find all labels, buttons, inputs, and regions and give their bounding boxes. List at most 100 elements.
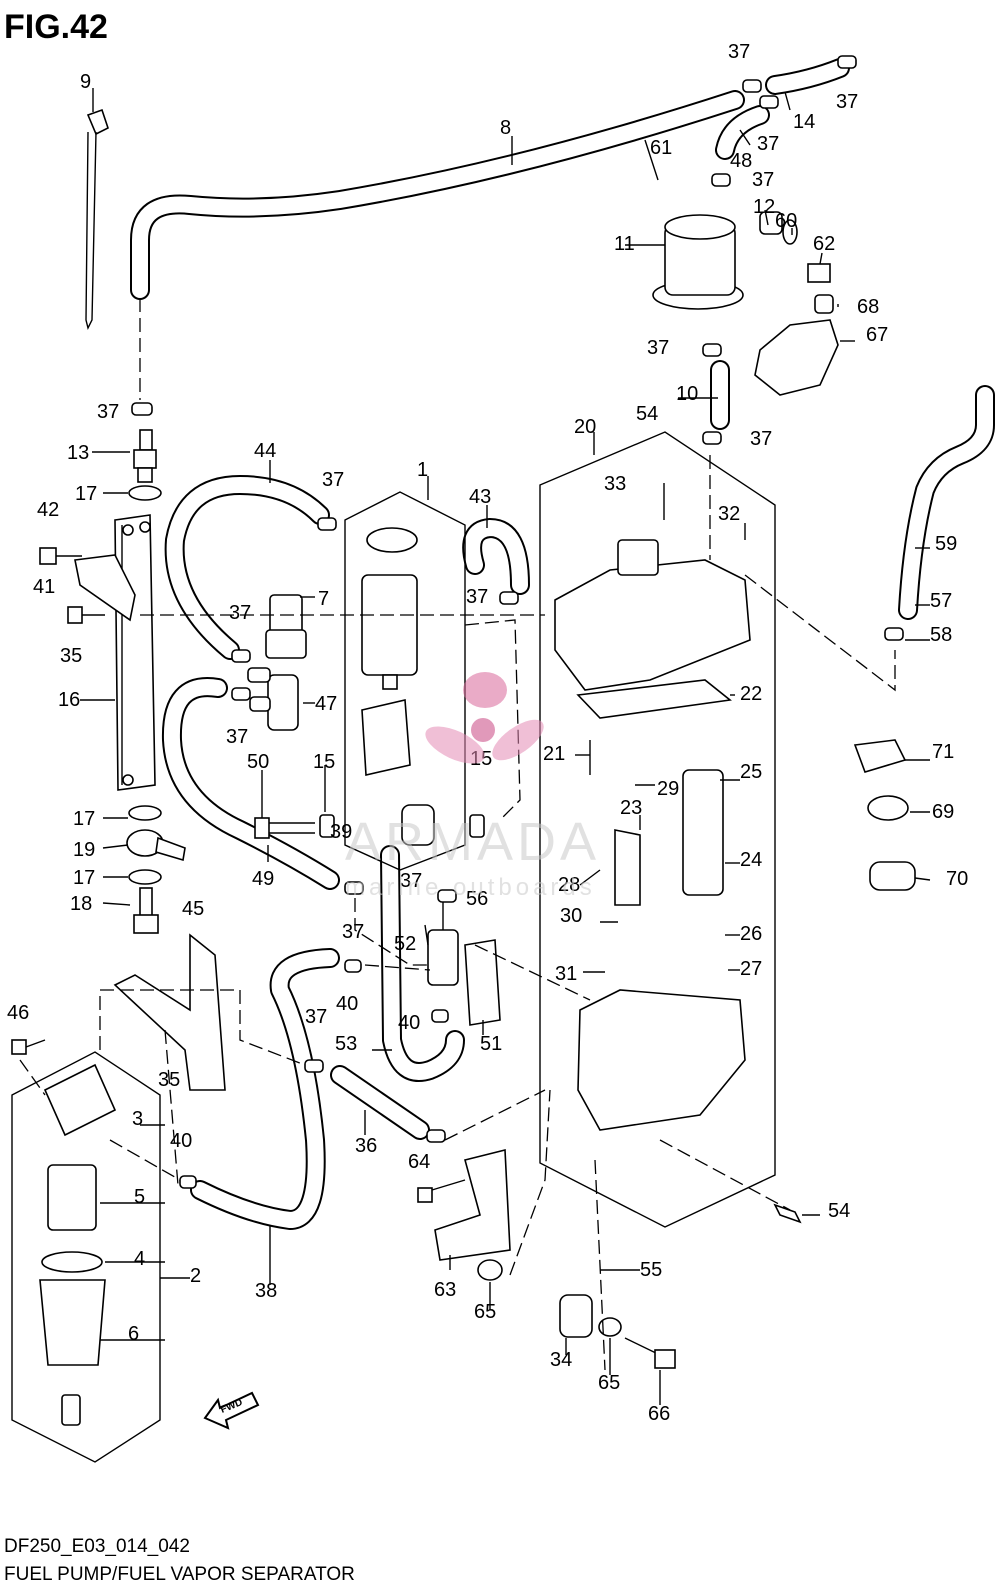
callout-label: 50 <box>247 751 269 773</box>
callout-label: 26 <box>740 923 762 945</box>
callout-label: 10 <box>676 383 698 405</box>
gasket-17b <box>128 805 162 821</box>
callout-label: 36 <box>355 1135 377 1157</box>
callout-label: 68 <box>857 296 879 318</box>
callout-label: 3 <box>132 1108 143 1130</box>
hose-14 <box>765 58 850 95</box>
bush-15a <box>319 814 335 838</box>
bolt-66 <box>624 1337 676 1369</box>
hose-57-59 <box>898 385 995 620</box>
callout-label: 60 <box>775 210 797 232</box>
union-13 <box>133 429 157 483</box>
callout-label: 37 <box>728 41 750 63</box>
callout-label: 44 <box>254 440 276 462</box>
leader-lines <box>80 88 931 1405</box>
fwd-arrow-icon: FWD <box>203 1391 260 1430</box>
callout-label: 42 <box>37 499 59 521</box>
callout-label: 28 <box>558 874 580 896</box>
callout-label: 35 <box>158 1069 180 1091</box>
callout-label: 40 <box>170 1130 192 1152</box>
union-bolt-19 <box>126 829 186 862</box>
callout-label: 27 <box>740 958 762 980</box>
callout-label: 54 <box>636 403 658 425</box>
callout-label: 40 <box>398 1012 420 1034</box>
fuel-pump-1 <box>344 491 466 871</box>
callout-label: 16 <box>58 689 80 711</box>
hose-36 <box>330 1065 430 1140</box>
callout-label: 40 <box>336 993 358 1015</box>
callout-label: 37 <box>750 428 772 450</box>
callout-label: 19 <box>73 839 95 861</box>
callout-label: 1 <box>417 459 428 481</box>
callout-label: 2 <box>190 1265 201 1287</box>
grommet-69 <box>867 795 909 821</box>
callout-label: 37 <box>466 586 488 608</box>
callout-label: 22 <box>740 683 762 705</box>
callout-label: 24 <box>740 849 762 871</box>
callout-label: 67 <box>866 324 888 346</box>
grommet-34 <box>559 1294 593 1338</box>
cushion <box>401 804 435 846</box>
callout-label: 37 <box>342 921 364 943</box>
gasket-17c <box>128 869 162 885</box>
callout-label: 11 <box>614 233 635 255</box>
bracket-45 <box>113 933 226 1091</box>
callout-label: 63 <box>434 1279 456 1301</box>
callout-label: 52 <box>394 933 416 955</box>
mount-12 <box>759 211 783 235</box>
hose-43 <box>462 518 530 595</box>
callout-label: 71 <box>932 741 954 763</box>
callout-label: 31 <box>555 963 577 985</box>
hose-44 <box>164 475 330 660</box>
hose-38 <box>190 948 340 1230</box>
collar-65a <box>477 1259 503 1281</box>
callout-labels: 9837371437614837126062116867371054373713… <box>7 41 968 1425</box>
callout-label: 5 <box>134 1186 145 1208</box>
collar-65b <box>598 1317 622 1337</box>
callout-label: 37 <box>305 1006 327 1028</box>
callout-label: 45 <box>182 898 204 920</box>
callout-label: 66 <box>648 1403 670 1425</box>
callout-label: 37 <box>836 91 858 113</box>
callout-label: 49 <box>252 868 274 890</box>
callout-label: 18 <box>70 893 92 915</box>
diagram-caption: FUEL PUMP/FUEL VAPOR SEPARATOR <box>4 1564 355 1585</box>
callout-label: 37 <box>647 337 669 359</box>
watermark-tagline: marine outboards <box>345 874 596 901</box>
callout-label: 69 <box>932 801 954 823</box>
callout-label: 29 <box>657 778 679 800</box>
callout-label: 4 <box>134 1248 145 1270</box>
callout-label: 8 <box>500 117 511 139</box>
callout-label: 37 <box>400 870 422 892</box>
callout-label: 43 <box>469 486 491 508</box>
callout-label: 33 <box>604 473 626 495</box>
bolt-62 <box>807 263 831 283</box>
vapor-separator-20 <box>539 431 776 1228</box>
callout-label: 64 <box>408 1151 430 1173</box>
fuel-cooler-11 <box>652 214 744 310</box>
callout-label: 70 <box>946 868 968 890</box>
callout-label: 55 <box>640 1259 662 1281</box>
callout-label: 48 <box>730 150 752 172</box>
callout-label: 7 <box>318 588 329 610</box>
callout-label: 56 <box>466 888 488 910</box>
callout-label: 30 <box>560 905 582 927</box>
hose-8 <box>130 90 745 300</box>
callout-label: 20 <box>574 416 596 438</box>
bolt-18 <box>133 887 159 934</box>
clip-71 <box>853 739 907 773</box>
callout-label: 37 <box>757 133 779 155</box>
callout-label: 13 <box>67 442 89 464</box>
bolt-64 <box>417 1179 466 1203</box>
bolt-46 <box>11 1039 46 1055</box>
callout-label: 37 <box>322 469 344 491</box>
clamp-40a <box>179 1175 197 1189</box>
bracket-63 <box>434 1148 511 1261</box>
watermark-logo: ARMADA marine outboards <box>345 672 596 901</box>
bush-15b <box>469 814 485 838</box>
joint-52 <box>427 900 459 986</box>
bracket-51 <box>464 939 501 1026</box>
callout-label: 41 <box>33 576 55 598</box>
callout-label: 17 <box>73 867 95 889</box>
